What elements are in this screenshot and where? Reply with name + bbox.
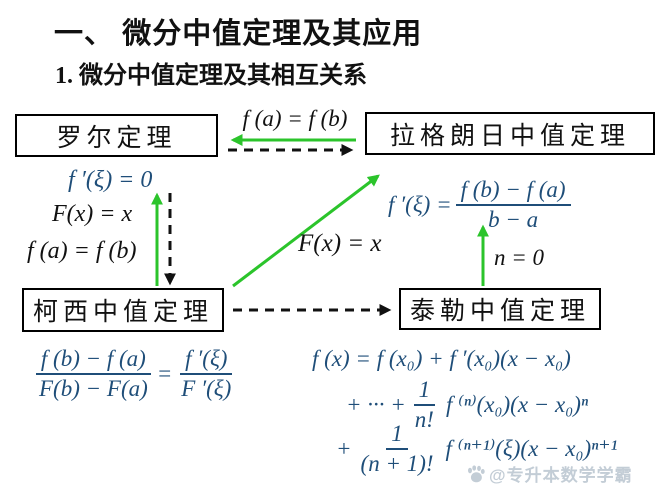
formula-taylor-line3-suffix: f ⁽ⁿ⁺¹⁾(ξ)(x − x₀)ⁿ⁺¹ (445, 436, 618, 462)
formula-cauchy-fraction-right: f ′(ξ) F ′(ξ) (176, 346, 236, 402)
formula-cauchy-num-left: f (b) − f (a) (35, 346, 151, 376)
formula-cauchy: f (b) − f (a) F(b) − F(a) = f ′(ξ) F ′(ξ… (30, 346, 240, 402)
formula-taylor-line1: f (x) = f (x₀) + f ′(x₀)(x − x₀) (312, 346, 571, 371)
formula-cauchy-den-left: F(b) − F(a) (39, 376, 148, 402)
formula-taylor-line3-num: 1 (386, 421, 408, 451)
formula-taylor-line3-den: (n + 1)! (360, 451, 434, 477)
formula-taylor-line3: + 1 (n + 1)! f ⁽ⁿ⁺¹⁾(ξ)(x − x₀)ⁿ⁺¹ (336, 421, 618, 477)
page-title: 一、 微分中值定理及其应用 (54, 18, 423, 50)
formula-lagrange-denominator: b − a (488, 207, 539, 233)
box-lagrange-label: 拉格朗日中值定理 (389, 122, 630, 150)
formula-cauchy-den-right: F ′(ξ) (181, 376, 232, 402)
formula-cauchy-num-right: f ′(ξ) (180, 346, 233, 376)
formula-cauchy-fraction-left: f (b) − f (a) F(b) − F(a) (34, 346, 153, 402)
formula-taylor-line2-den: n! (414, 407, 434, 433)
box-taylor-label: 泰勒中值定理 (409, 298, 590, 325)
box-cauchy-label: 柯西中值定理 (32, 299, 213, 326)
label-rolle-conclusion: f ′(ξ) = 0 (68, 167, 153, 193)
formula-taylor-line3-fraction: 1 (n + 1)! (356, 421, 439, 477)
formula-cauchy-equals: = (156, 361, 173, 387)
label-left-condition: f (a) = f (b) (27, 238, 137, 264)
label-diagonal-aux-function: F(x) = x (298, 230, 382, 257)
box-taylor-theorem: 泰勒中值定理 (399, 288, 601, 330)
label-n-equals-zero: n = 0 (494, 245, 545, 270)
formula-lagrange-fraction: f (b) − f (a) b − a (455, 177, 571, 233)
box-cauchy-theorem: 柯西中值定理 (22, 288, 224, 332)
formula-lagrange-numerator: f (b) − f (a) (455, 177, 571, 207)
formula-taylor-line2-prefix: + ··· + (346, 392, 406, 418)
watermark-text: @专升本数学学霸 (489, 466, 633, 485)
watermark: @专升本数学学霸 (466, 461, 633, 486)
box-rolle-theorem: 罗尔定理 (15, 114, 218, 157)
formula-taylor-line2-num: 1 (413, 377, 436, 407)
formula-lagrange-lhs: f ′(ξ) = (388, 192, 452, 218)
formula-taylor-line2-fraction: 1 n! (410, 377, 439, 433)
box-lagrange-theorem: 拉格朗日中值定理 (365, 112, 655, 155)
formula-taylor-line3-prefix: + (336, 436, 352, 462)
formula-taylor-line2: + ··· + 1 n! f ⁽ⁿ⁾(x₀)(x − x₀)ⁿ (346, 377, 589, 433)
section-subtitle: 1. 微分中值定理及其相互关系 (55, 63, 367, 89)
paw-icon (468, 464, 485, 482)
box-rolle-label: 罗尔定理 (56, 124, 177, 152)
formula-lagrange: f ′(ξ) = f (b) − f (a) b − a (388, 177, 575, 233)
formula-taylor-line2-suffix: f ⁽ⁿ⁾(x₀)(x − x₀)ⁿ (445, 392, 589, 418)
label-left-aux-function: F(x) = x (52, 201, 133, 227)
label-top-condition: f (a) = f (b) (242, 106, 348, 131)
